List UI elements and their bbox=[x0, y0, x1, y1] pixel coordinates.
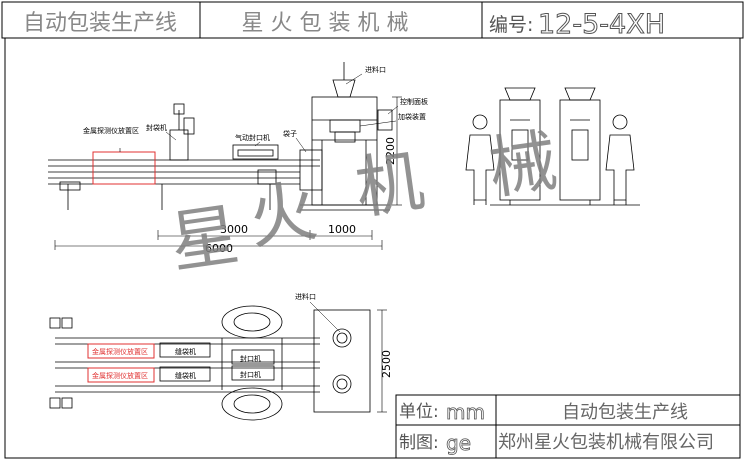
dim-overall-length: 6000 bbox=[205, 242, 233, 255]
metal-detector-zone-plan-1 bbox=[87, 343, 155, 359]
tb-product: 自动包装生产线 bbox=[562, 402, 688, 423]
tb-unit-label: 单位: bbox=[399, 402, 439, 422]
plan-dimensions bbox=[377, 309, 387, 413]
watermark-char-3: 机 bbox=[351, 142, 429, 230]
plan-label-metal-detector-1: 金属探测仪放置区 bbox=[92, 347, 148, 356]
label-pneumatic-sealer: 气动封口机 bbox=[235, 133, 270, 142]
plan-label-bag-sewing-1: 缝袋机 bbox=[175, 347, 196, 356]
plan-feed-leader bbox=[309, 301, 341, 333]
label-bag: 袋子 bbox=[283, 129, 297, 138]
dim-elevation-height: 2200 bbox=[384, 137, 397, 165]
plan-label-sealer-2: 封口机 bbox=[240, 370, 261, 379]
title-drawing-no-label: 编号: bbox=[489, 14, 533, 36]
elevation-dimensions bbox=[54, 96, 402, 250]
tb-unit-value: mm bbox=[446, 400, 485, 424]
tb-company: 郑州星火包装机械有限公司 bbox=[498, 432, 714, 453]
side-view bbox=[465, 87, 640, 206]
metal-detector-zone-plan-2 bbox=[87, 367, 155, 383]
label-bag-sewing: 封袋机 bbox=[146, 123, 167, 132]
label-control-panel: 控制面板 bbox=[400, 97, 428, 106]
dim-segment-a: 3000 bbox=[220, 223, 248, 236]
plan-label-feed-inlet: 进料口 bbox=[295, 292, 316, 301]
plan-view bbox=[49, 305, 371, 421]
watermark-char-4: 械 bbox=[484, 122, 562, 210]
plan-label-sealer-1: 封口机 bbox=[240, 354, 261, 363]
watermark: 星 火 机 械 bbox=[165, 122, 561, 284]
elevation-leaders bbox=[165, 73, 399, 153]
dim-plan-width: 2500 bbox=[380, 350, 393, 378]
tb-drawn-label: 制图: bbox=[399, 433, 439, 453]
elevation-view bbox=[48, 62, 393, 211]
watermark-char-1: 星 bbox=[165, 196, 243, 284]
metal-detector-zone-elevation bbox=[92, 151, 156, 185]
label-metal-detector: 金属探测仪放置区 bbox=[83, 126, 139, 135]
title-maker: 星 火 包 装 机 械 bbox=[242, 11, 409, 36]
label-feed-inlet: 进料口 bbox=[365, 65, 386, 74]
title-block bbox=[395, 394, 741, 459]
title-drawing-no: 12-5-4XH bbox=[538, 9, 665, 40]
tb-drawn-value: ge bbox=[446, 431, 471, 455]
title-product: 自动包装生产线 bbox=[23, 11, 177, 36]
plan-label-bag-sewing-2: 缝袋机 bbox=[175, 371, 196, 380]
plan-label-metal-detector-2: 金属探测仪放置区 bbox=[92, 371, 148, 380]
watermark-char-2: 火 bbox=[244, 172, 322, 260]
label-bag-clamp: 加袋装置 bbox=[398, 112, 426, 121]
dim-segment-b: 1000 bbox=[328, 223, 356, 236]
